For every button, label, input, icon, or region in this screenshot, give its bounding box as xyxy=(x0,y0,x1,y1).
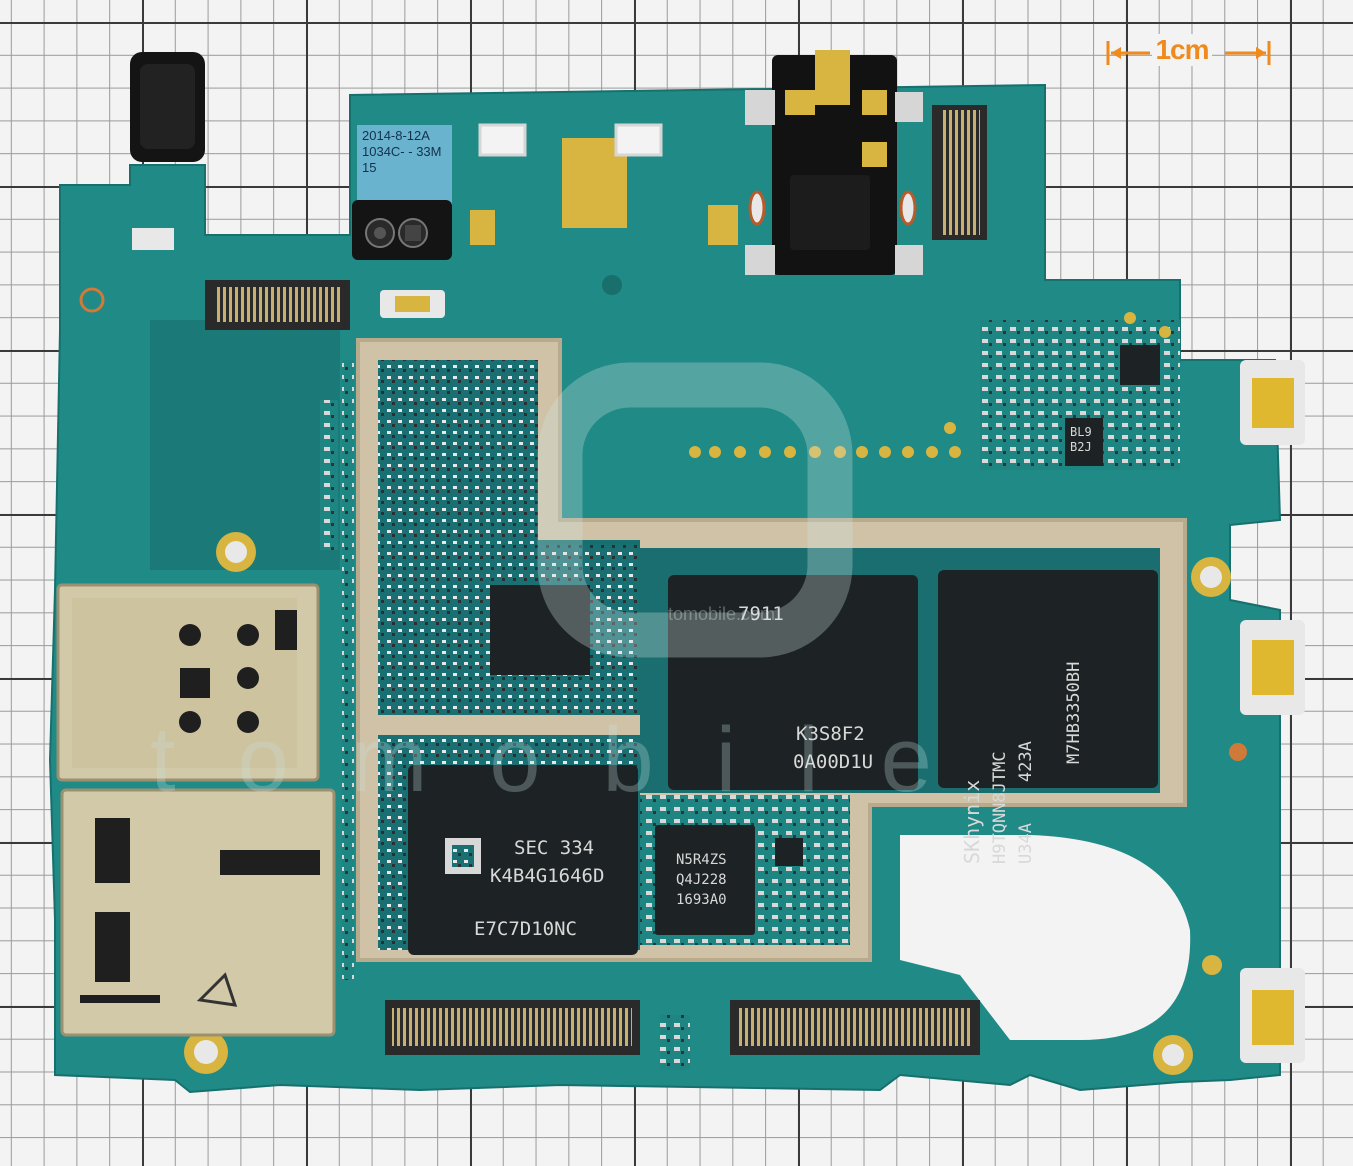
camera-sticker-line2: 1034C- - 33M xyxy=(362,144,442,159)
skhynix-line4: M7HB3350BH xyxy=(1064,661,1084,764)
camera-sticker-line1: 2014-8-12A xyxy=(362,128,430,143)
ground-area xyxy=(150,320,340,570)
skhynix-line3: U34A 423A xyxy=(1016,741,1036,864)
watermark-small: tomobile.com xyxy=(668,604,776,624)
watermark: tomobile xyxy=(150,709,994,811)
mounting-holes xyxy=(184,532,1247,1075)
pmic-line2: B2J xyxy=(1070,440,1092,454)
processor-line1: 7911 xyxy=(738,603,784,625)
chip-processor xyxy=(668,575,918,790)
scale-bar xyxy=(1106,41,1271,65)
samsung-line2: K4B4G1646D xyxy=(490,865,605,887)
small-chip-line1: N5R4ZS xyxy=(676,852,727,868)
sim-slot xyxy=(56,583,320,782)
scale-bar-label: 1cm xyxy=(1152,34,1212,66)
microsd-slot xyxy=(60,788,336,1037)
small-chip-line3: 1693A0 xyxy=(676,892,727,908)
chip-samsung xyxy=(408,765,638,955)
chip-small xyxy=(655,825,755,935)
chip-skhynix xyxy=(938,570,1158,788)
processor-line3: 0A00D1U xyxy=(793,751,874,773)
processor-line2: K3S8F2 xyxy=(796,723,865,745)
camera-sticker-line3: 15 xyxy=(362,160,377,175)
samsung-line1: SEC 334 xyxy=(514,837,595,859)
small-chip-line2: Q4J228 xyxy=(676,872,727,888)
side-buttons xyxy=(1240,360,1305,1063)
pmic-line1: BL9 xyxy=(1070,425,1092,439)
samsung-line3: E7C7D10NC xyxy=(474,918,577,940)
camera-flex xyxy=(357,125,452,205)
board-cutout xyxy=(900,835,1191,1040)
